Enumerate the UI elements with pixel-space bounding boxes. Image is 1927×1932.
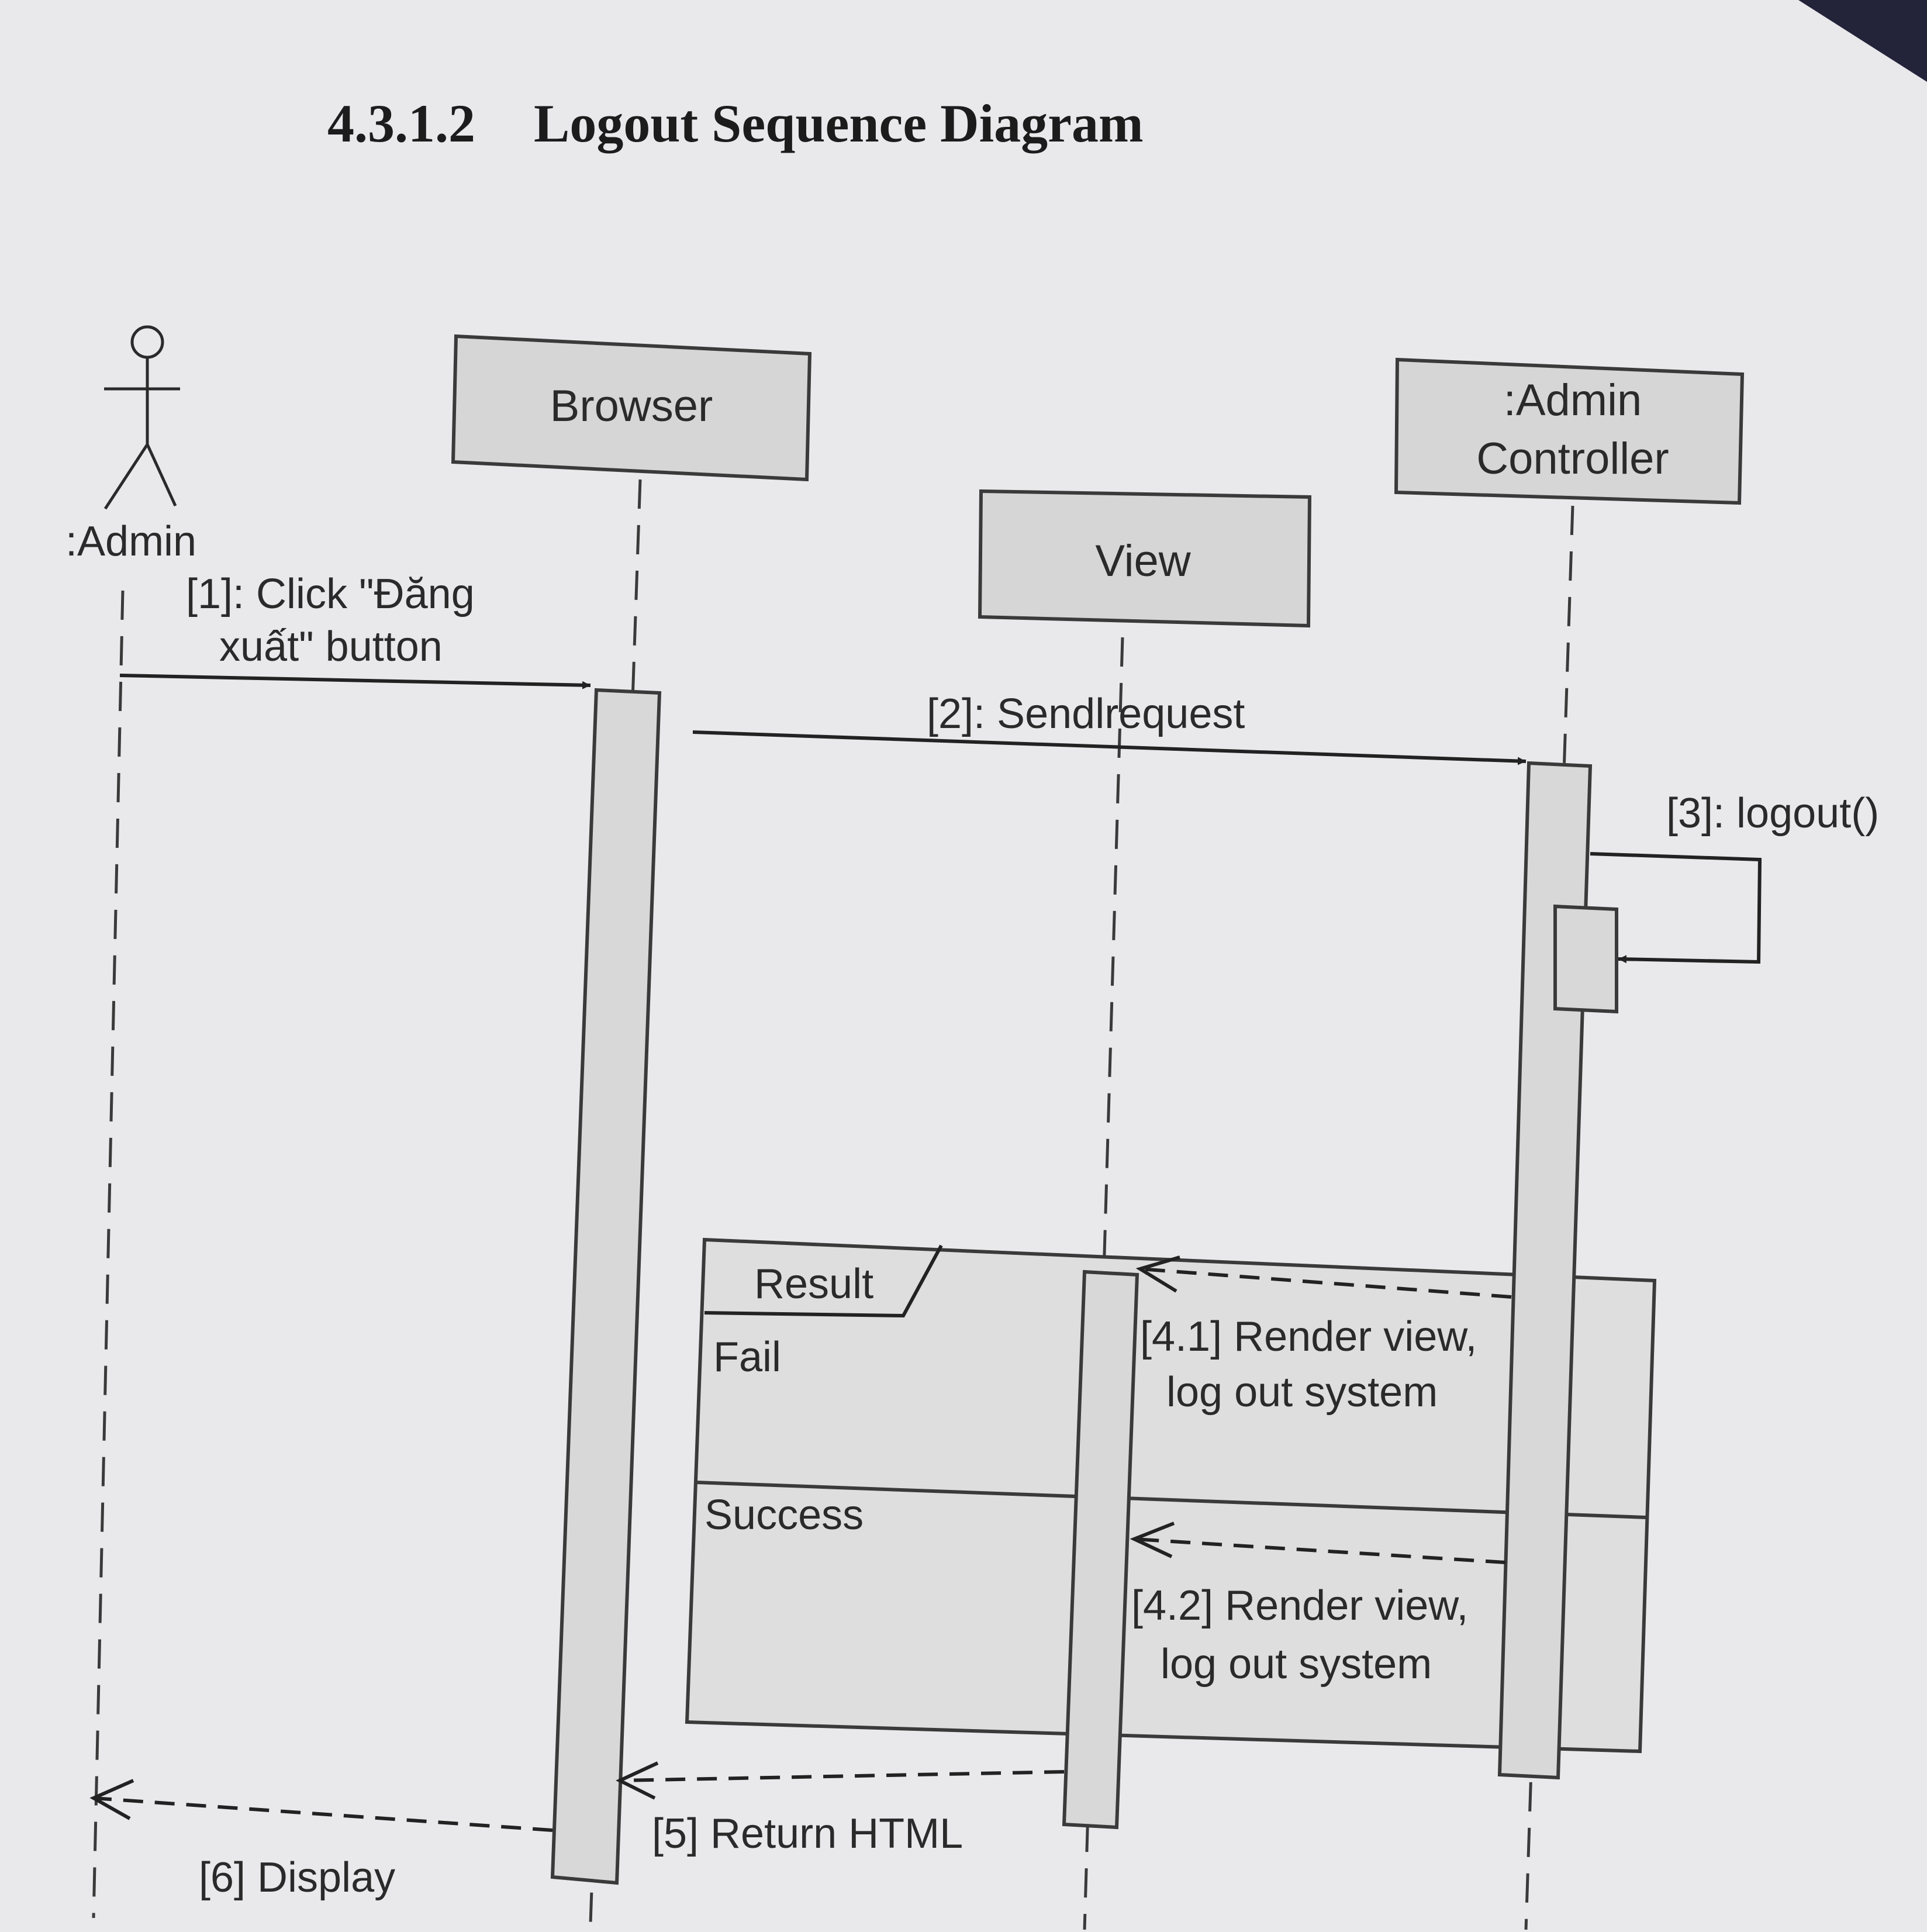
message-5-arrowhead: [616, 1761, 659, 1800]
controller-label-line2: Controller: [1476, 434, 1669, 484]
message-4-2-arrowhead: [1130, 1522, 1175, 1558]
message-4-1-arrowhead: [1135, 1255, 1180, 1293]
message-1-arrow: [119, 674, 591, 689]
message-3-arrow: [1590, 852, 1762, 964]
fragment-label-tab: [704, 1244, 943, 1318]
alt-fragment: Result Fail Success: [685, 1237, 1657, 1754]
controller-label-line1: :Admin: [1504, 375, 1642, 425]
message-4-1-label-line2: log out system: [1166, 1369, 1438, 1416]
section-heading: 4.3.1.2 Logout Sequence Diagram: [327, 92, 1144, 154]
page-corner: [1798, 0, 1927, 82]
message-2-arrow: [692, 730, 1527, 765]
message-2-label: [2]: Sendlrequest: [927, 691, 1245, 737]
message-4-2-label-line1: [4.2] Render view,: [1131, 1582, 1468, 1629]
message-6-label: [6] Display: [199, 1854, 395, 1901]
actor-lifeline: [92, 590, 125, 1919]
message-6-arrowhead: [89, 1779, 134, 1820]
message-5-arrow: [619, 1770, 1065, 1782]
message-5-label: [5] Return HTML: [652, 1810, 963, 1857]
message-6-arrow: [93, 1796, 553, 1832]
fragment-divider: [695, 1481, 1646, 1519]
lifeline-browser: Browser: [451, 334, 812, 482]
view-activation: [1062, 1269, 1139, 1830]
fragment-label: Result: [754, 1261, 873, 1307]
browser-label: Browser: [550, 381, 713, 431]
controller-activation: [1497, 761, 1593, 1780]
message-1-label-line1: [1]: Click "Đăng: [186, 571, 475, 617]
section-title: Logout Sequence Diagram: [534, 94, 1144, 153]
message-4-2-label-line2: log out system: [1161, 1641, 1432, 1688]
lifeline-admin-controller: :Admin Controller: [1394, 357, 1745, 505]
message-3-label: [3]: logout(): [1666, 790, 1879, 837]
section-number: 4.3.1.2: [327, 94, 475, 153]
guard-success: Success: [705, 1492, 864, 1538]
browser-activation: [550, 688, 662, 1885]
message-4-1-label-line1: [4.1] Render view,: [1140, 1313, 1477, 1360]
view-label: View: [1095, 536, 1191, 586]
guard-fail: Fail: [713, 1334, 781, 1381]
admin-actor-icon: [103, 325, 180, 510]
controller-self-activation: [1553, 904, 1618, 1014]
actor-label: :Admin: [65, 518, 196, 565]
lifeline-view: View: [978, 489, 1312, 628]
message-1-label-line2: xuất" button: [219, 623, 443, 670]
